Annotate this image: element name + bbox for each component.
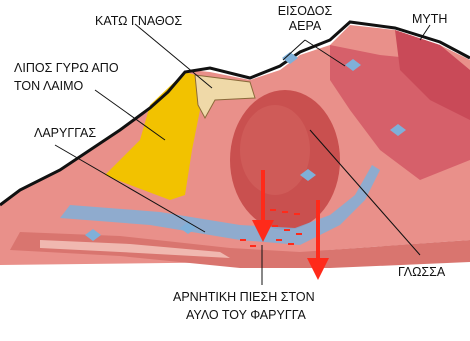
label-larynx: ΛΑΡΥΓΓΑΣ [34,126,96,141]
label-pressure-line2: ΑΥΛΟ ΤΟΥ ΦΑΡΥΓΓΑ [186,308,306,323]
label-fat-line2: ΤΟΝ ΛΑΙΜΟ [14,79,83,94]
label-air-entry-line1: ΕΙΣΟΔΟΣ [275,4,335,19]
leader-jaw [135,24,212,88]
label-jaw: ΚΑΤΩ ΓΝΑΘΟΣ [95,14,182,29]
label-tongue: ΓΛΩΣΣΑ [398,265,445,280]
label-pressure-line1: ΑΡΝΗΤΙΚΗ ΠΙΕΣΗ ΣΤΟΝ [173,290,315,305]
tongue-highlight [240,105,310,195]
label-nose: ΜΥΤΗ [412,12,447,27]
pressure-arrow-right-head [307,258,329,280]
label-air-entry-line2: ΑΕΡΑ [275,19,335,34]
label-fat-line1: ΛΙΠΟΣ ΓΥΡΩ ΑΠΟ [14,61,119,76]
